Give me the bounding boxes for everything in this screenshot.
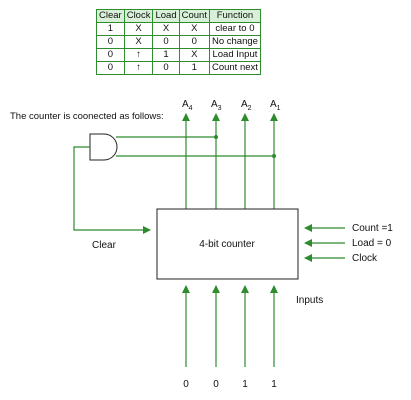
counter-block [156,208,299,280]
table-cell: X [152,22,180,36]
function-table: Clear Clock Load Count Function 1 X X X … [96,9,261,75]
table-cell: ↑ [123,61,154,75]
load-label: Load = 0 [352,238,392,249]
table-cell: X [178,22,210,36]
clear-label: Clear [92,240,117,251]
junction-dot-a1 [272,154,276,158]
header-clock: Clock [123,9,154,23]
table-row: 1 X X X clear to 0 [96,22,261,36]
header-clear: Clear [96,9,125,23]
table-cell: 0 [96,35,125,49]
output-label-a3: A3 [211,99,222,112]
output-label-a4: A4 [182,99,193,112]
table-cell: Count next [208,61,261,75]
clock-label: Clock [352,253,378,264]
counter-label: 4-bit counter [199,239,255,250]
diagram-caption: The counter is coonected as follows: [10,111,164,122]
table-row: 0 X 0 0 No change [96,35,261,49]
table-cell: 0 [178,35,210,49]
table-row: 0 ↑ 0 1 Count next [96,61,261,75]
input-value-0: 0 [183,379,189,390]
table-cell: 0 [152,35,180,49]
inputs-label: Inputs [296,295,323,306]
and-gate [89,133,118,161]
table-cell: ↑ [123,48,154,62]
input-value-3: 1 [271,379,277,390]
clear-feedback-wire [73,146,151,234]
table-cell: 0 [96,61,125,75]
table-cell: 0 [96,48,125,62]
output-label-a2: A2 [241,99,252,112]
junction-dot-a3 [214,135,218,139]
header-function: Function [208,9,261,23]
count-label: Count =1 [352,223,393,234]
output-label-a1: A1 [270,99,281,112]
table-cell: 1 [178,61,210,75]
table-cell: X [178,48,210,62]
input-value-2: 1 [242,379,248,390]
table-cell: 1 [96,22,125,36]
input-value-1: 0 [213,379,219,390]
